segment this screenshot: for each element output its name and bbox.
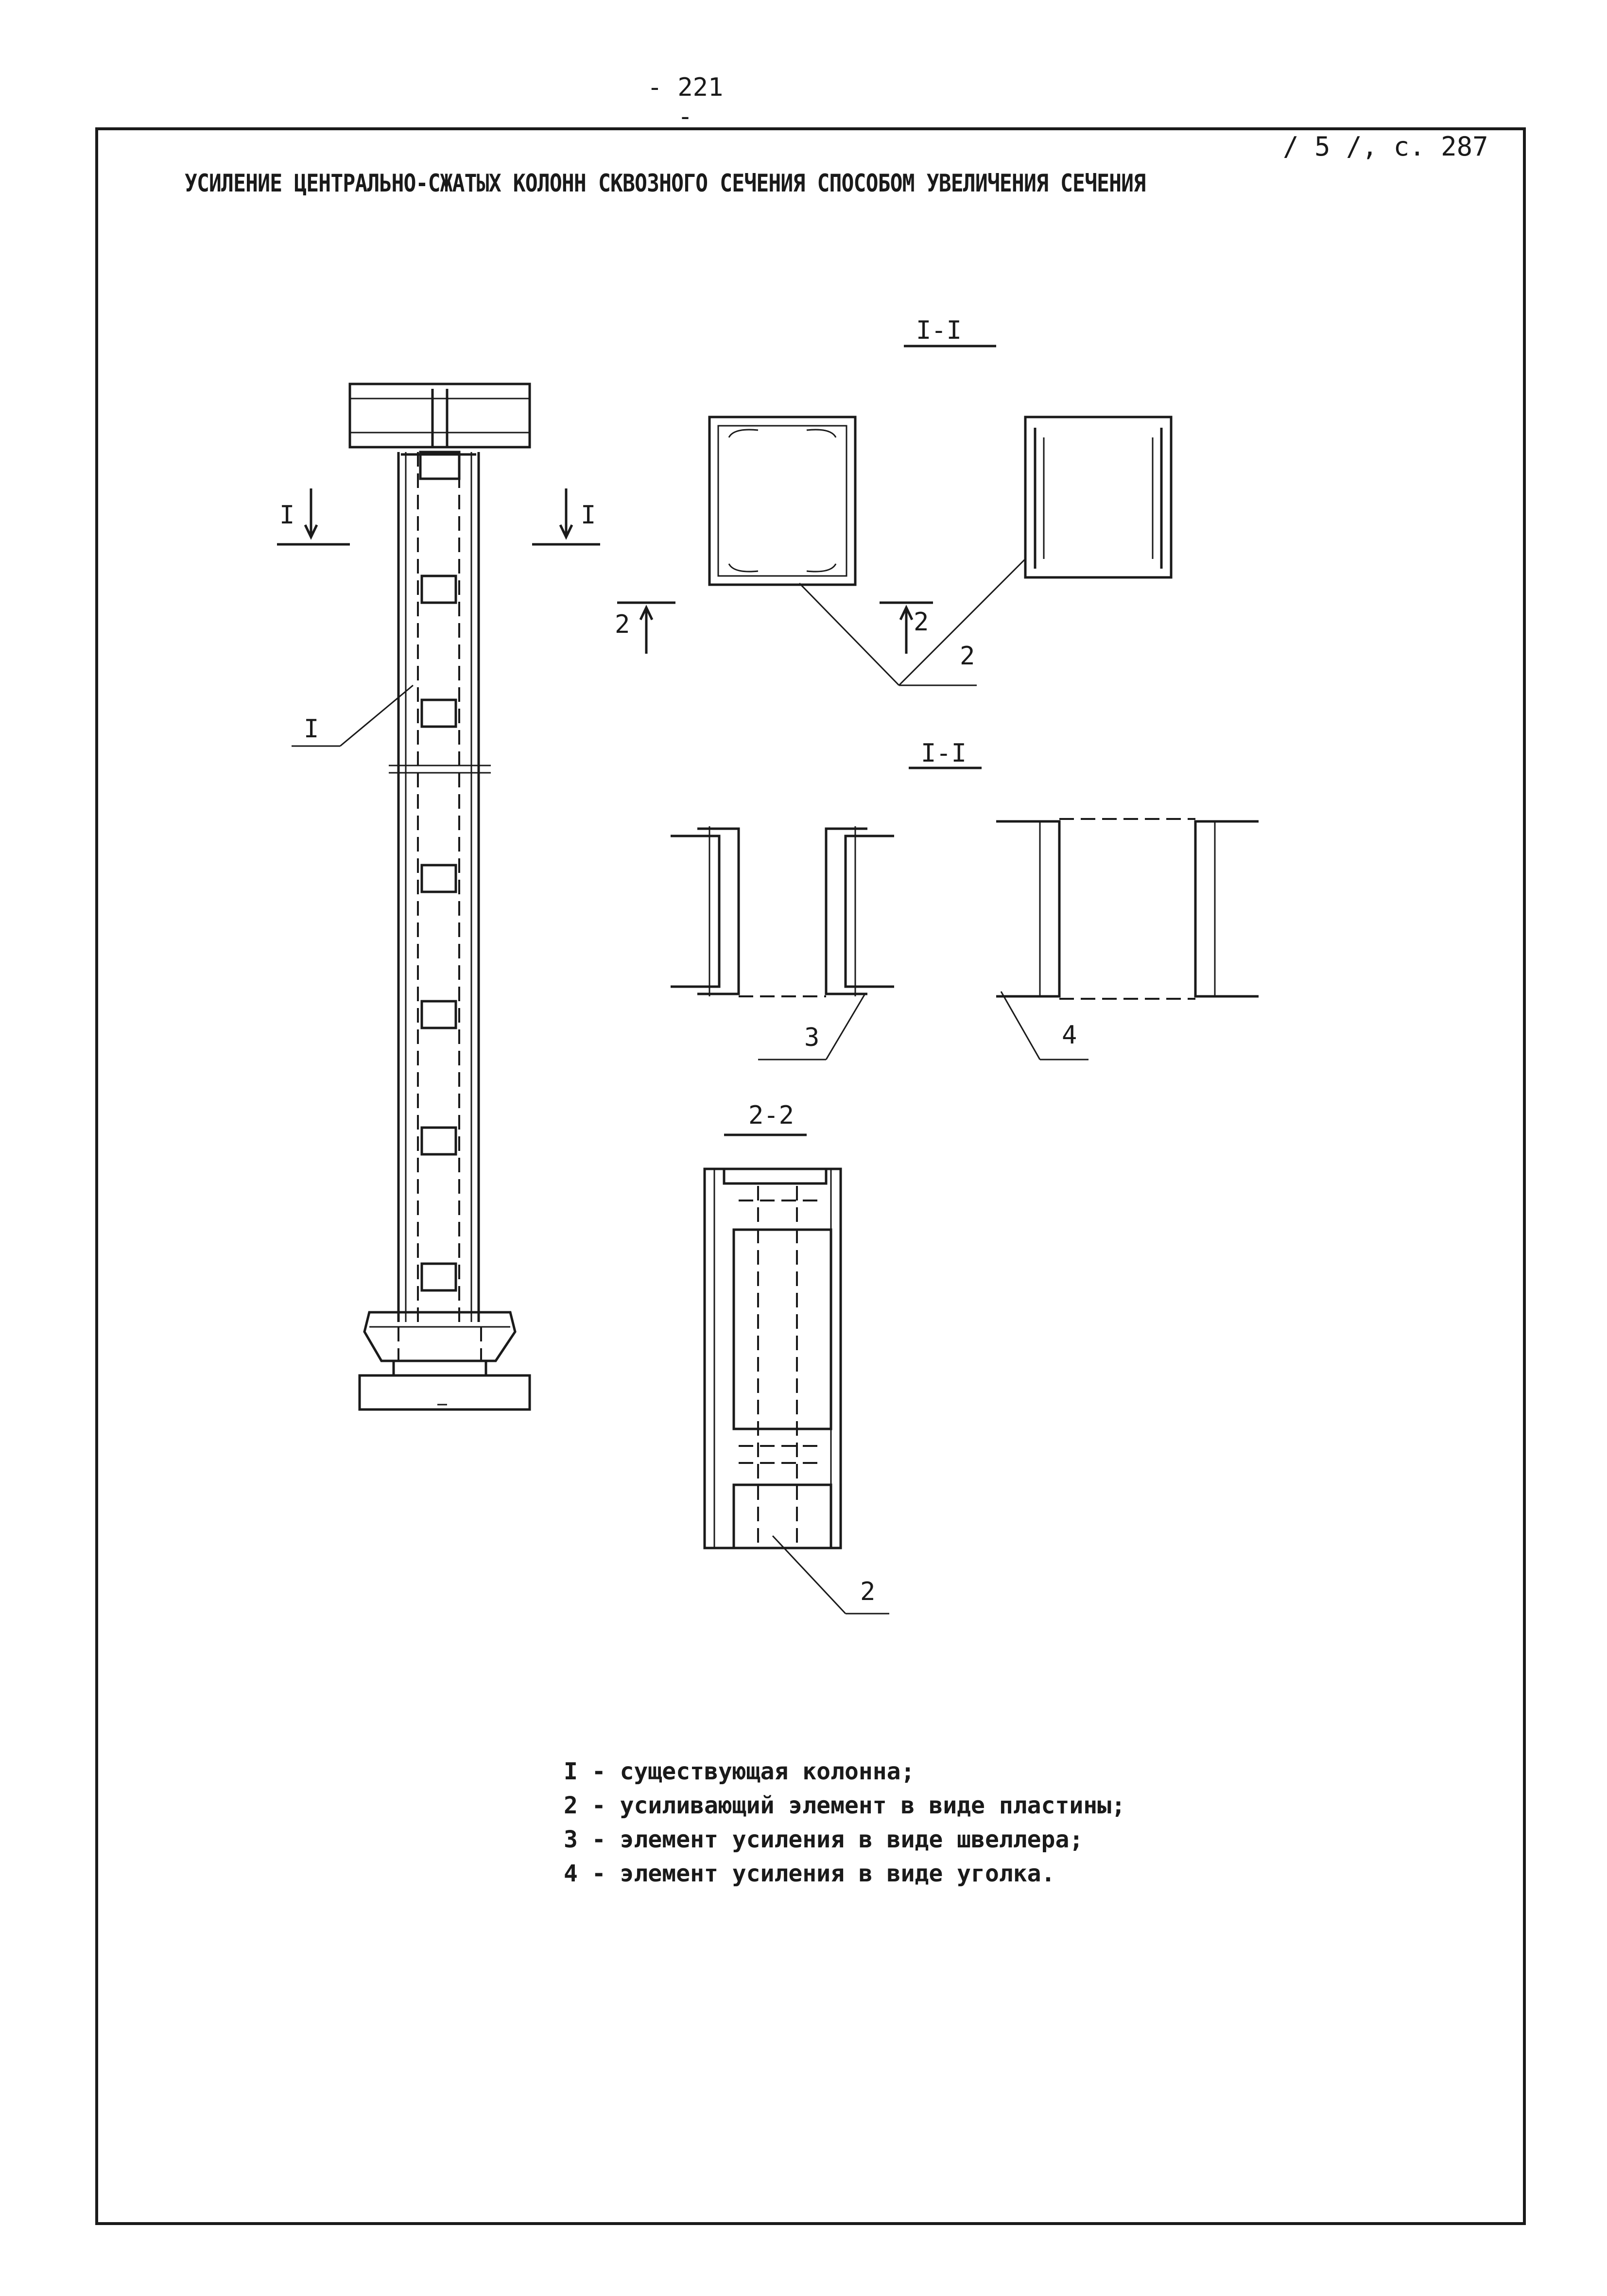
drawing-title: УСИЛЕНИЕ ЦЕНТРАЛЬНО-СЖАТЫХ КОЛОНН СКВОЗН…	[185, 169, 1146, 197]
legend-item: 3 - элемент усиления в виде швеллера;	[564, 1826, 1084, 1853]
legend-item: I - существующая колонна;	[564, 1758, 915, 1785]
section-1-open	[671, 766, 1259, 1061]
plate-callout-label-2: 2	[860, 1577, 876, 1606]
section-1-bottom-label: I-I	[921, 739, 967, 768]
section-1-closed	[617, 345, 1173, 686]
legend-item: 4 - элемент усиления в виде уголка.	[564, 1860, 1055, 1887]
legend: I - существующая колонна; 2 - усиливающи…	[564, 1755, 1125, 1891]
cut-2-label-right: 2	[914, 608, 929, 637]
legend-item: 2 - усиливающий элемент в виде пластины;	[564, 1792, 1125, 1819]
column-elevation	[277, 383, 600, 1411]
section-2-label: 2-2	[748, 1101, 794, 1130]
plate-callout-label: 2	[960, 642, 975, 671]
page-number: - 221 -	[647, 73, 724, 131]
section-1-top-label: I-I	[916, 316, 962, 345]
channel-callout-label: 3	[804, 1023, 820, 1052]
source-reference: / 5 /, с. 287	[1283, 131, 1488, 162]
cut-2-label-left: 2	[615, 610, 630, 639]
cut-label-right: I	[581, 501, 596, 530]
column-callout-label: I	[304, 714, 319, 744]
section-2	[703, 1133, 889, 1615]
cut-label-left: I	[279, 501, 295, 530]
angle-callout-label: 4	[1062, 1021, 1077, 1050]
drawing-frame	[95, 127, 1526, 2225]
